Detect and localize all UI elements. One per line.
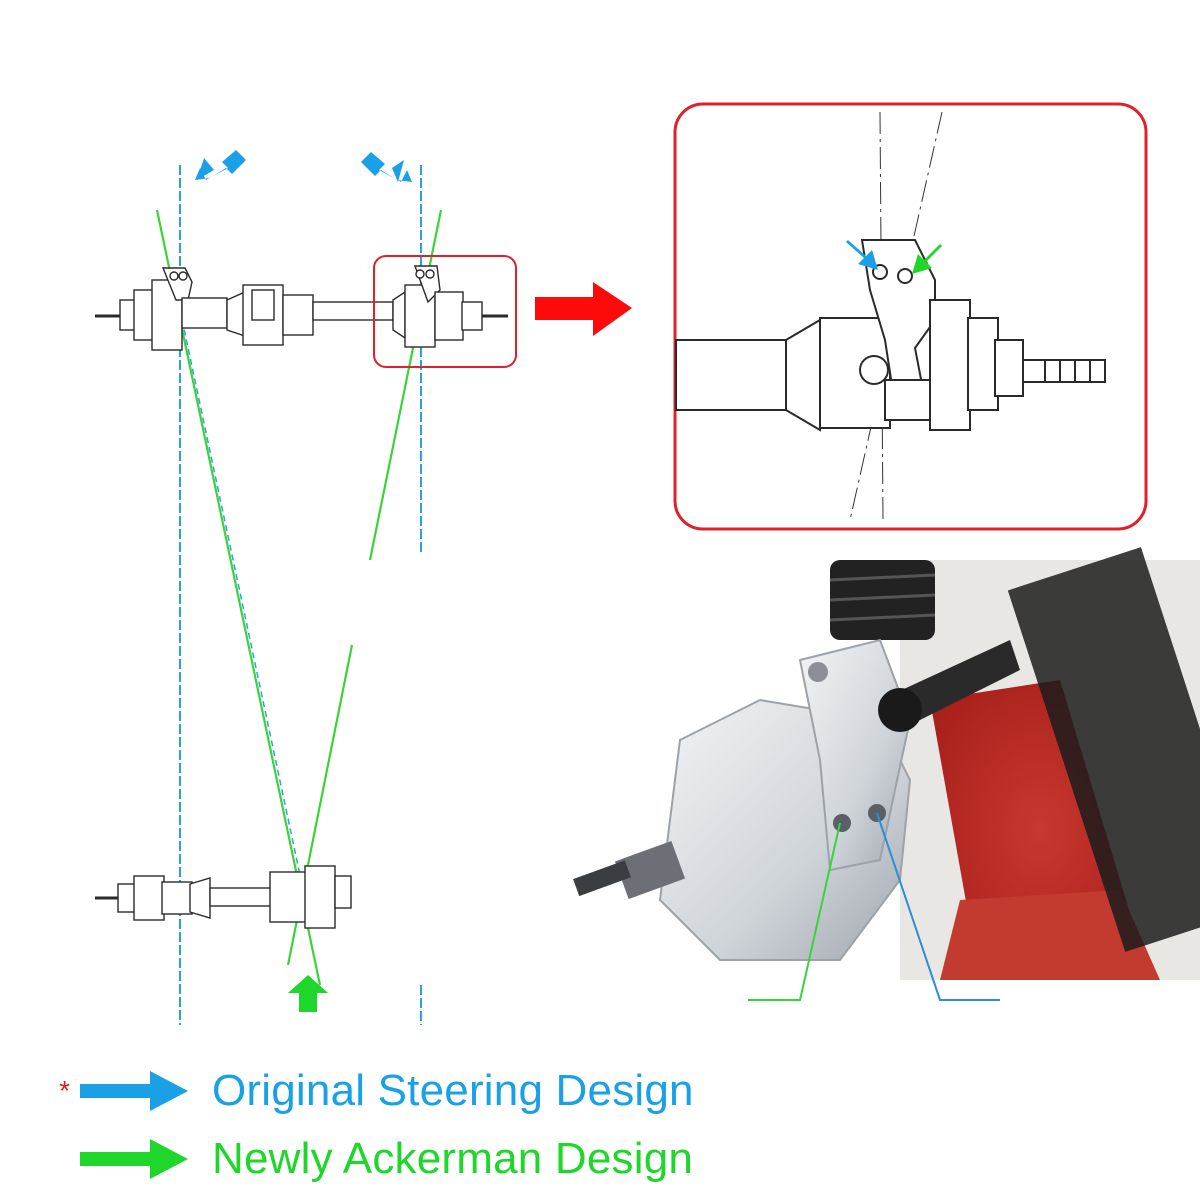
asterisk-marker: * bbox=[59, 1075, 70, 1106]
zoomed-knuckle-view bbox=[673, 102, 1148, 531]
highlight-box bbox=[373, 255, 517, 368]
red-arrow-icon bbox=[535, 282, 632, 336]
legend-original: * Original Steering Design bbox=[0, 1066, 694, 1116]
axle-schematic bbox=[95, 150, 517, 1025]
rear-axle bbox=[95, 865, 352, 929]
right-ackerman-line bbox=[368, 209, 443, 561]
blue-arrow-icon bbox=[80, 1071, 188, 1111]
knuckle-photo bbox=[570, 547, 1200, 1001]
left-ackerman-line bbox=[155, 209, 322, 986]
front-axle bbox=[95, 265, 508, 351]
legend-ackerman-label: Newly Ackerman Design bbox=[212, 1134, 694, 1183]
legend-ackerman: Newly Ackerman Design bbox=[0, 1134, 693, 1184]
green-arrow-icon bbox=[80, 1139, 188, 1179]
legend-original-label: Original Steering Design bbox=[212, 1066, 694, 1115]
blue-arrow-icon bbox=[195, 150, 412, 182]
green-arrow-icon bbox=[288, 975, 328, 1012]
